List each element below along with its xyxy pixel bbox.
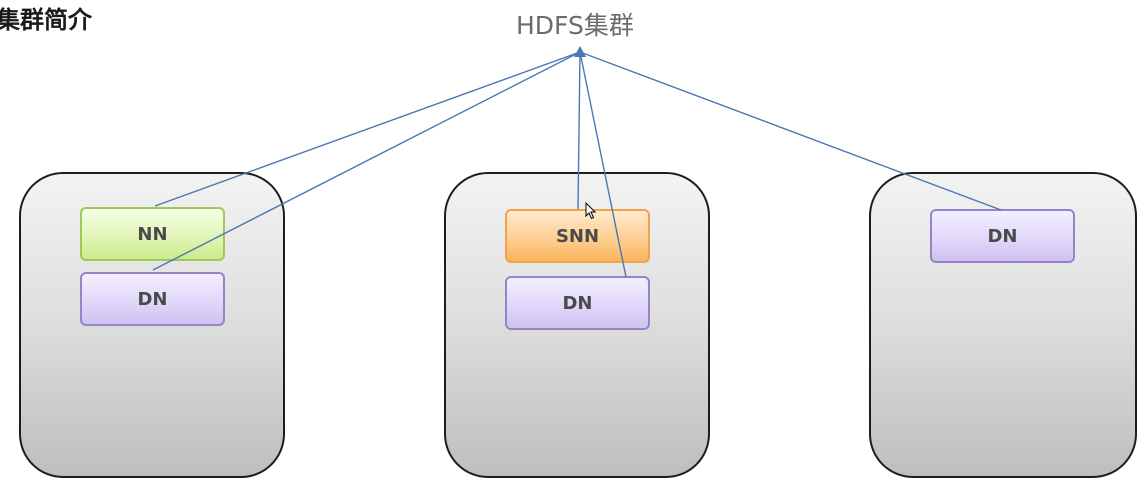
arrowhead-icon	[574, 46, 586, 57]
page-title: 集群简介	[0, 6, 92, 34]
mouse-cursor-icon	[585, 202, 597, 220]
secondary-namenode-label: SNN	[555, 225, 600, 247]
datanode-label-2: DN	[562, 292, 593, 314]
secondary-namenode-box: SNN	[505, 209, 650, 263]
datanode-box-1: DN	[80, 272, 225, 326]
server-box-3: DN	[869, 172, 1137, 478]
hdfs-cluster-label: HDFS集群	[516, 11, 634, 40]
server-box-1: NN DN	[19, 172, 285, 478]
datanode-box-2: DN	[505, 276, 650, 330]
namenode-label: NN	[137, 223, 168, 245]
datanode-label-1: DN	[137, 288, 168, 310]
server-box-2: SNN DN	[444, 172, 710, 478]
datanode-label-3: DN	[987, 225, 1018, 247]
datanode-box-3: DN	[930, 209, 1075, 263]
namenode-box: NN	[80, 207, 225, 261]
